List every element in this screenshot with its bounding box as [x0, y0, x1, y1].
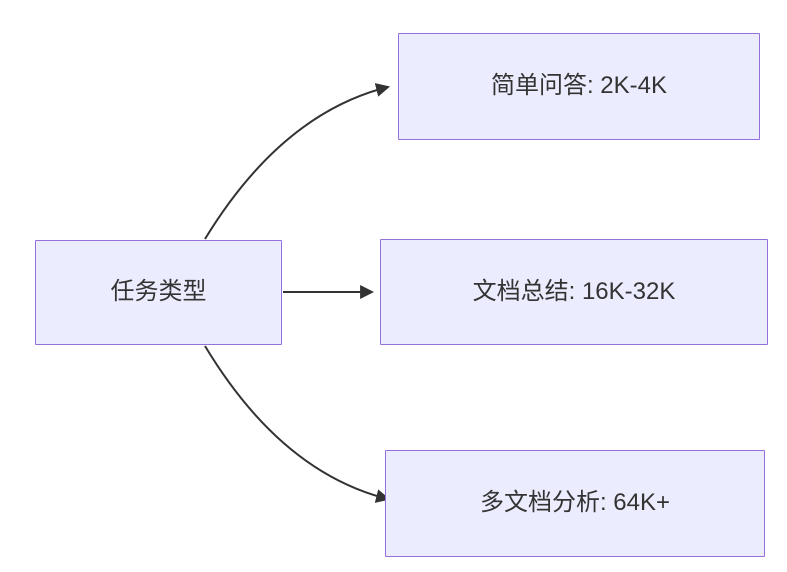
node-multidoc-analysis: 多文档分析: 64K+: [385, 450, 765, 557]
node-doc-summary: 文档总结: 16K-32K: [380, 239, 768, 345]
edge-root-to-simple-qa: [204, 83, 391, 240]
node-task-type: 任务类型: [35, 240, 282, 345]
edge-root-to-multidoc: [204, 345, 391, 503]
node-simple-qa: 简单问答: 2K-4K: [398, 33, 760, 140]
